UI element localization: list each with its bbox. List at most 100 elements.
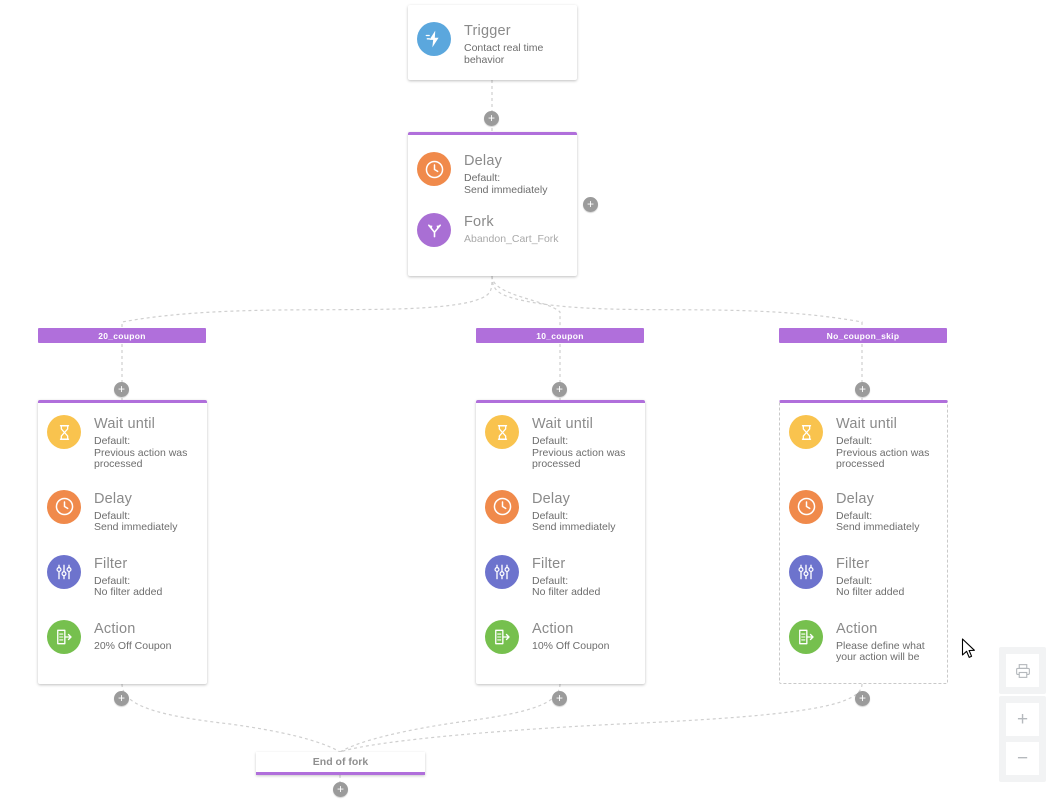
node-subtitle: Default: No filter added <box>94 574 163 598</box>
action-icon <box>485 619 519 654</box>
print-control-group <box>999 647 1046 694</box>
node-title: Filter <box>94 555 128 572</box>
trigger-node[interactable]: Trigger Contact real time behavior <box>408 5 577 80</box>
delay-row[interactable]: Delay Default: Send immediately <box>38 471 207 534</box>
wait-until-row[interactable]: Wait until Default: Previous action was … <box>780 403 947 471</box>
filter-icon <box>47 554 81 589</box>
node-title: Filter <box>532 555 566 572</box>
node-subtitle: Default: Previous action was processed <box>836 435 930 470</box>
filter-icon <box>485 554 519 589</box>
filter-row[interactable]: Filter Default: No filter added <box>38 534 207 599</box>
node-title: Fork <box>464 214 494 230</box>
trigger-row[interactable]: Trigger Contact real time behavior <box>408 5 577 66</box>
print-button[interactable] <box>1006 654 1039 687</box>
add-step-button-branch-3-bottom[interactable]: + <box>855 691 870 706</box>
node-subtitle: 10% Off Coupon <box>532 639 610 652</box>
plus-label: + <box>586 197 594 211</box>
hourglass-icon <box>485 415 519 449</box>
node-subtitle: Default: Send immediately <box>94 509 178 533</box>
clock-icon <box>47 489 81 524</box>
node-title: Wait until <box>532 416 594 432</box>
node-subtitle: Default: Send immediately <box>464 172 548 196</box>
hourglass-icon <box>789 415 823 449</box>
add-step-button-after-trigger[interactable]: + <box>484 111 499 126</box>
end-of-fork-node[interactable]: End of fork <box>256 752 425 775</box>
node-subtitle: Please define what your action will be <box>836 639 925 663</box>
lightning-bolt-icon <box>417 22 451 56</box>
plus-label: + <box>858 382 866 396</box>
filter-row[interactable]: Filter Default: No filter added <box>780 534 947 599</box>
plus-label: + <box>336 782 344 796</box>
fork-row[interactable]: Fork Abandon_Cart_Fork <box>408 196 577 247</box>
add-step-button-branch-1-top[interactable]: + <box>114 382 129 397</box>
clock-icon <box>485 489 519 524</box>
wait-until-row[interactable]: Wait until Default: Previous action was … <box>38 403 207 471</box>
node-title: Delay <box>94 490 133 507</box>
branch-label-10-coupon[interactable]: 10_coupon <box>476 328 644 343</box>
branch-label-no-coupon-skip[interactable]: No_coupon_skip <box>779 328 947 343</box>
node-title: Delay <box>836 490 875 507</box>
plus-icon: + <box>1016 709 1029 730</box>
plus-label: + <box>487 111 495 125</box>
delay-row[interactable]: Delay Default: Send immediately <box>408 135 577 196</box>
node-subtitle: Abandon_Cart_Fork <box>464 233 559 245</box>
node-title: Wait until <box>94 416 156 432</box>
add-step-button-after-end-of-fork[interactable]: + <box>333 782 348 797</box>
node-subtitle: Default: Previous action was processed <box>532 435 626 470</box>
zoom-out-button[interactable]: − <box>1006 742 1039 775</box>
action-row[interactable]: Action Please define what your action wi… <box>780 599 947 664</box>
wait-until-row[interactable]: Wait until Default: Previous action was … <box>476 403 645 471</box>
branch-card-10-coupon[interactable]: Wait until Default: Previous action was … <box>476 400 645 684</box>
node-subtitle: Default: Previous action was processed <box>94 435 188 470</box>
add-step-button-branch-2-top[interactable]: + <box>552 382 567 397</box>
delay-row[interactable]: Delay Default: Send immediately <box>780 471 947 534</box>
add-step-button-branch-1-bottom[interactable]: + <box>114 691 129 706</box>
add-step-button-branch-2-bottom[interactable]: + <box>552 691 567 706</box>
filter-icon <box>789 554 823 589</box>
add-step-button-branch-3-top[interactable]: + <box>855 382 870 397</box>
action-row[interactable]: Action 20% Off Coupon <box>38 599 207 654</box>
node-title: Delay <box>532 490 571 507</box>
hourglass-icon <box>47 415 81 449</box>
node-subtitle: Contact real time behavior <box>464 42 544 66</box>
delay-row[interactable]: Delay Default: Send immediately <box>476 471 645 534</box>
node-subtitle: Default: Send immediately <box>532 509 616 533</box>
node-title: Wait until <box>836 416 898 432</box>
clock-icon <box>789 489 823 524</box>
node-title: Action <box>836 620 878 637</box>
node-title: Delay <box>464 153 503 169</box>
fork-icon <box>417 213 451 247</box>
minus-icon: − <box>1016 748 1029 769</box>
branch-card-no-coupon-skip[interactable]: Wait until Default: Previous action was … <box>779 400 948 684</box>
add-step-button-beside-fork[interactable]: + <box>583 197 598 212</box>
branch-card-20-coupon[interactable]: Wait until Default: Previous action was … <box>38 400 207 684</box>
plus-label: + <box>555 691 563 705</box>
node-subtitle: Default: Send immediately <box>836 509 920 533</box>
plus-label: + <box>117 691 125 705</box>
action-icon <box>789 619 823 654</box>
node-subtitle: Default: No filter added <box>836 574 905 598</box>
node-title: Filter <box>836 555 870 572</box>
node-title: Action <box>532 620 574 637</box>
branch-label-20-coupon[interactable]: 20_coupon <box>38 328 206 343</box>
filter-row[interactable]: Filter Default: No filter added <box>476 534 645 599</box>
mouse-cursor <box>961 638 977 665</box>
plus-label: + <box>858 691 866 705</box>
zoom-control-group: + − <box>999 696 1046 782</box>
node-title: Action <box>94 620 136 637</box>
branch-label-text: 20_coupon <box>98 330 146 341</box>
clock-icon <box>417 152 451 186</box>
node-title: Trigger <box>464 23 511 39</box>
delay-fork-node[interactable]: Delay Default: Send immediately Fork Aba… <box>408 132 577 276</box>
plus-label: + <box>555 382 563 396</box>
zoom-in-button[interactable]: + <box>1006 703 1039 736</box>
plus-label: + <box>117 382 125 396</box>
node-subtitle: Default: No filter added <box>532 574 601 598</box>
printer-icon <box>1015 663 1030 678</box>
node-subtitle: 20% Off Coupon <box>94 639 172 652</box>
action-row[interactable]: Action 10% Off Coupon <box>476 599 645 654</box>
branch-label-text: 10_coupon <box>536 330 584 341</box>
action-icon <box>47 619 81 654</box>
branch-label-text: No_coupon_skip <box>826 330 900 341</box>
